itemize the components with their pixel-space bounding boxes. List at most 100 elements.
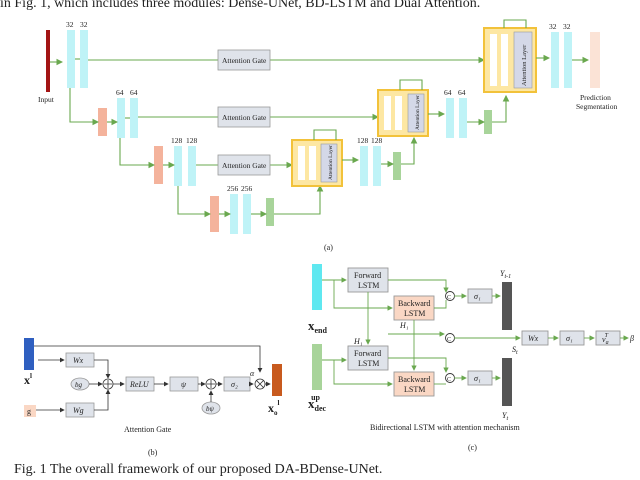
attention-gate-title: Attention Gate (124, 425, 172, 434)
g-label: g (27, 407, 31, 416)
segmentation-label: Segmentation (576, 102, 617, 111)
ch-32a: 32 (66, 20, 74, 29)
output-label: xol (268, 399, 280, 417)
relu-label: ReLU (129, 380, 150, 389)
input-x-block (24, 338, 34, 370)
panel-c-label: (c) (468, 443, 477, 452)
panel-c (312, 264, 629, 406)
h-backward-label: H₁ (399, 321, 409, 330)
output-block (272, 364, 282, 396)
enc1-block-a (67, 30, 75, 88)
backward-lstm-2 (393, 371, 435, 397)
panel-b-label: (b) (148, 448, 158, 457)
input-label: Input (38, 95, 55, 104)
forward-1-l1: Forward (354, 271, 381, 280)
prediction-block (590, 32, 600, 88)
up3-green (393, 152, 401, 180)
panel-b (24, 338, 282, 418)
attn-layer-3-label: Attention Layer (328, 145, 334, 180)
gate3-label: Attention Gate (222, 161, 267, 170)
ch-32d: 32 (563, 22, 571, 31)
backward-1-l2: LSTM (404, 309, 425, 318)
figure-caption: Fig. 1 The overall framework of our prop… (14, 462, 383, 477)
sigma-3-label: σ₁ (566, 334, 573, 343)
sigma-1-label: σ₁ (474, 292, 481, 301)
enc2-block-b (130, 98, 138, 138)
input-bar (46, 30, 50, 92)
ch-64b: 64 (130, 88, 138, 97)
input-g-block (24, 405, 36, 417)
prediction-label: Prediction (580, 93, 611, 102)
dec1-block-a (551, 32, 559, 88)
dec1-block-b (564, 32, 572, 88)
c-label-2: C (447, 337, 451, 343)
attn-layer-2-label: Attention Layer (415, 95, 421, 130)
attn-layer-1-label: Attention Layer (521, 44, 528, 86)
ch-128b: 128 (186, 136, 198, 145)
bpsi-label: bψ (206, 405, 215, 413)
forward-1-l2: LSTM (358, 281, 379, 290)
x-dec-label: xdecup (308, 393, 327, 413)
s-t-label: St (512, 345, 518, 356)
x-end-label: xend (308, 318, 328, 335)
backward-2-l1: Backward (398, 375, 430, 384)
enc4-block-a (230, 194, 238, 234)
psi-label: ψ (181, 380, 187, 389)
wx-label: Wx (73, 356, 84, 365)
up2-green (484, 110, 492, 134)
sigma-label: σ₂ (231, 380, 238, 389)
attention-gate-3 (217, 154, 271, 176)
pool3-block (210, 196, 219, 232)
alpha-label: α (250, 369, 255, 378)
forward-2-l2: LSTM (358, 359, 379, 368)
ch-128a: 128 (171, 136, 183, 145)
dec2-block-a (446, 98, 454, 138)
ch-64c: 64 (444, 88, 452, 97)
attn-layer-2-box (407, 93, 425, 133)
pool1-block (98, 108, 107, 136)
pool2-block (154, 146, 163, 184)
y-top-block (502, 282, 512, 330)
ch-32b: 32 (80, 20, 88, 29)
wx-c-label: Wx (528, 334, 539, 343)
ch-256a: 256 (227, 184, 239, 193)
enc1-block-b (80, 30, 88, 88)
va-label: vaT (602, 333, 609, 346)
attention-gate-2 (217, 106, 271, 128)
ch-32c: 32 (549, 22, 557, 31)
ch-256b: 256 (241, 184, 253, 193)
x-end-block (312, 264, 322, 310)
h-forward-label: H₁ (353, 337, 363, 346)
gate2-label: Attention Gate (222, 113, 267, 122)
y-bot-label: Yt (502, 411, 508, 422)
dec3-block-a (360, 146, 368, 186)
x-label: xl (24, 372, 32, 387)
c-label-1: C (447, 295, 451, 301)
bottleneck-green (266, 198, 274, 226)
ch-128d: 128 (371, 136, 383, 145)
beta-label: β (629, 334, 634, 343)
bdlstm-title: Bidirectional LSTM with attention mechan… (370, 423, 521, 432)
panel-a (46, 19, 600, 234)
ch-64a: 64 (116, 88, 124, 97)
backward-lstm-1 (393, 295, 435, 321)
panel-c-labels: Forward LSTM Backward LSTM Forward LSTM … (308, 269, 634, 452)
enc4-block-b (243, 194, 251, 234)
wg-label: Wg (73, 406, 84, 415)
panel-b-labels: xl g Wx Wg bg ReLU ψ bψ σ₂ α xol Attenti… (24, 356, 280, 457)
backward-1-l1: Backward (398, 299, 430, 308)
gate1-label: Attention Gate (222, 56, 267, 65)
attn-layer-1-box (513, 31, 533, 89)
top-text-line: in Fig. 1, which includes three modules:… (0, 0, 481, 11)
ch-64d: 64 (458, 88, 466, 97)
c-label-3: C (447, 377, 451, 383)
y-bot-block (502, 358, 512, 406)
attention-gate-1 (217, 49, 271, 71)
enc2-block-a (117, 98, 125, 138)
forward-2-l1: Forward (354, 349, 381, 358)
backward-2-l2: LSTM (404, 385, 425, 394)
forward-lstm-1 (347, 267, 389, 293)
panel-a-label: (a) (324, 243, 333, 252)
dec2-block-b (459, 98, 467, 138)
